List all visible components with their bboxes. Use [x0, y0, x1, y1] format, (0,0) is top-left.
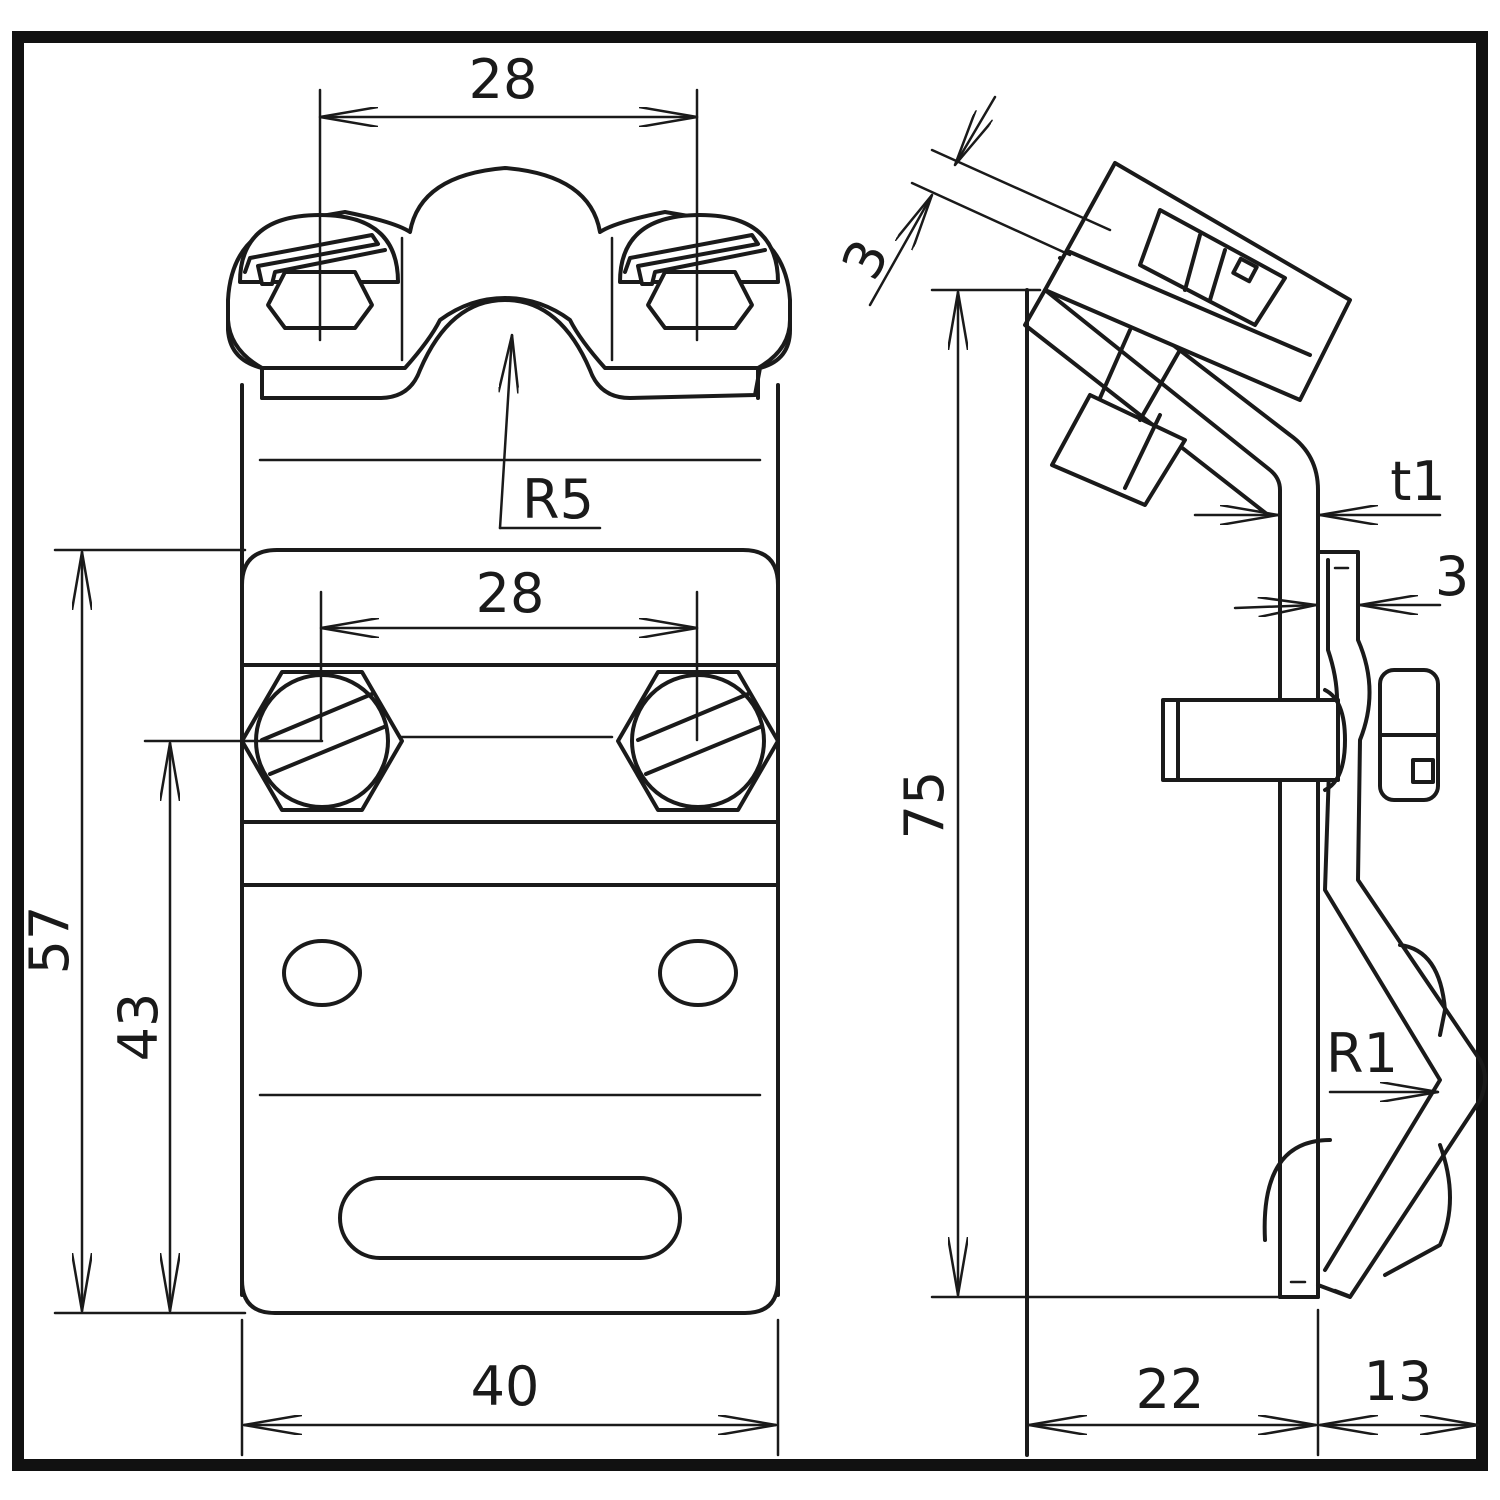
dim-label-t1: t1 [1390, 450, 1446, 513]
side-top-plate [1043, 161, 1352, 507]
drawing-frame [12, 31, 1488, 1471]
dim-bend-thickness: t1 [1193, 450, 1446, 515]
side-bent-clip [1262, 550, 1487, 1299]
lower-bolt-right [616, 670, 780, 812]
dim-height-43: 43 [107, 739, 324, 1313]
dim-lower-bolt-spacing: 28 [319, 562, 699, 742]
dim-strip-thickness: 3 [1233, 545, 1469, 608]
front-view: 28 R5 28 57 43 40 [18, 48, 792, 1457]
dim-radius-bend: R1 [1326, 1022, 1440, 1092]
dim-depth-22: 22 [1027, 1308, 1320, 1457]
dim-label-top-3: 3 [830, 230, 902, 289]
side-middle-bolt [1161, 668, 1440, 802]
dim-label-40: 40 [471, 1355, 540, 1418]
dim-label-22: 22 [1136, 1358, 1205, 1421]
side-view: 75 3 t1 3 R1 22 13 [830, 95, 1487, 1457]
slot-hole [338, 1176, 682, 1260]
dim-height-57: 57 [18, 548, 247, 1315]
dim-label-75: 75 [893, 771, 956, 840]
dim-label-r1: R1 [1326, 1022, 1398, 1085]
mounting-hole-left [282, 939, 362, 1007]
dim-label-43: 43 [107, 993, 170, 1062]
dim-label-top-28: 28 [469, 48, 538, 111]
mounting-hole-right [658, 939, 738, 1007]
dim-radius-saddle: R5 [500, 333, 602, 531]
dim-label-strip-3: 3 [1435, 545, 1469, 608]
dim-label-lower-28: 28 [476, 562, 545, 625]
dim-depth-13: 13 [1318, 1350, 1480, 1425]
dim-width-40: 40 [240, 1318, 780, 1457]
dim-top-bolt-spacing: 28 [318, 48, 699, 342]
lower-clamp-block [240, 548, 780, 887]
dim-label-r5: R5 [522, 468, 594, 531]
dim-label-57: 57 [18, 906, 81, 975]
top-bolt-right [618, 213, 780, 330]
dim-side-height-75: 75 [893, 288, 1282, 1299]
dim-label-13: 13 [1364, 1350, 1433, 1413]
